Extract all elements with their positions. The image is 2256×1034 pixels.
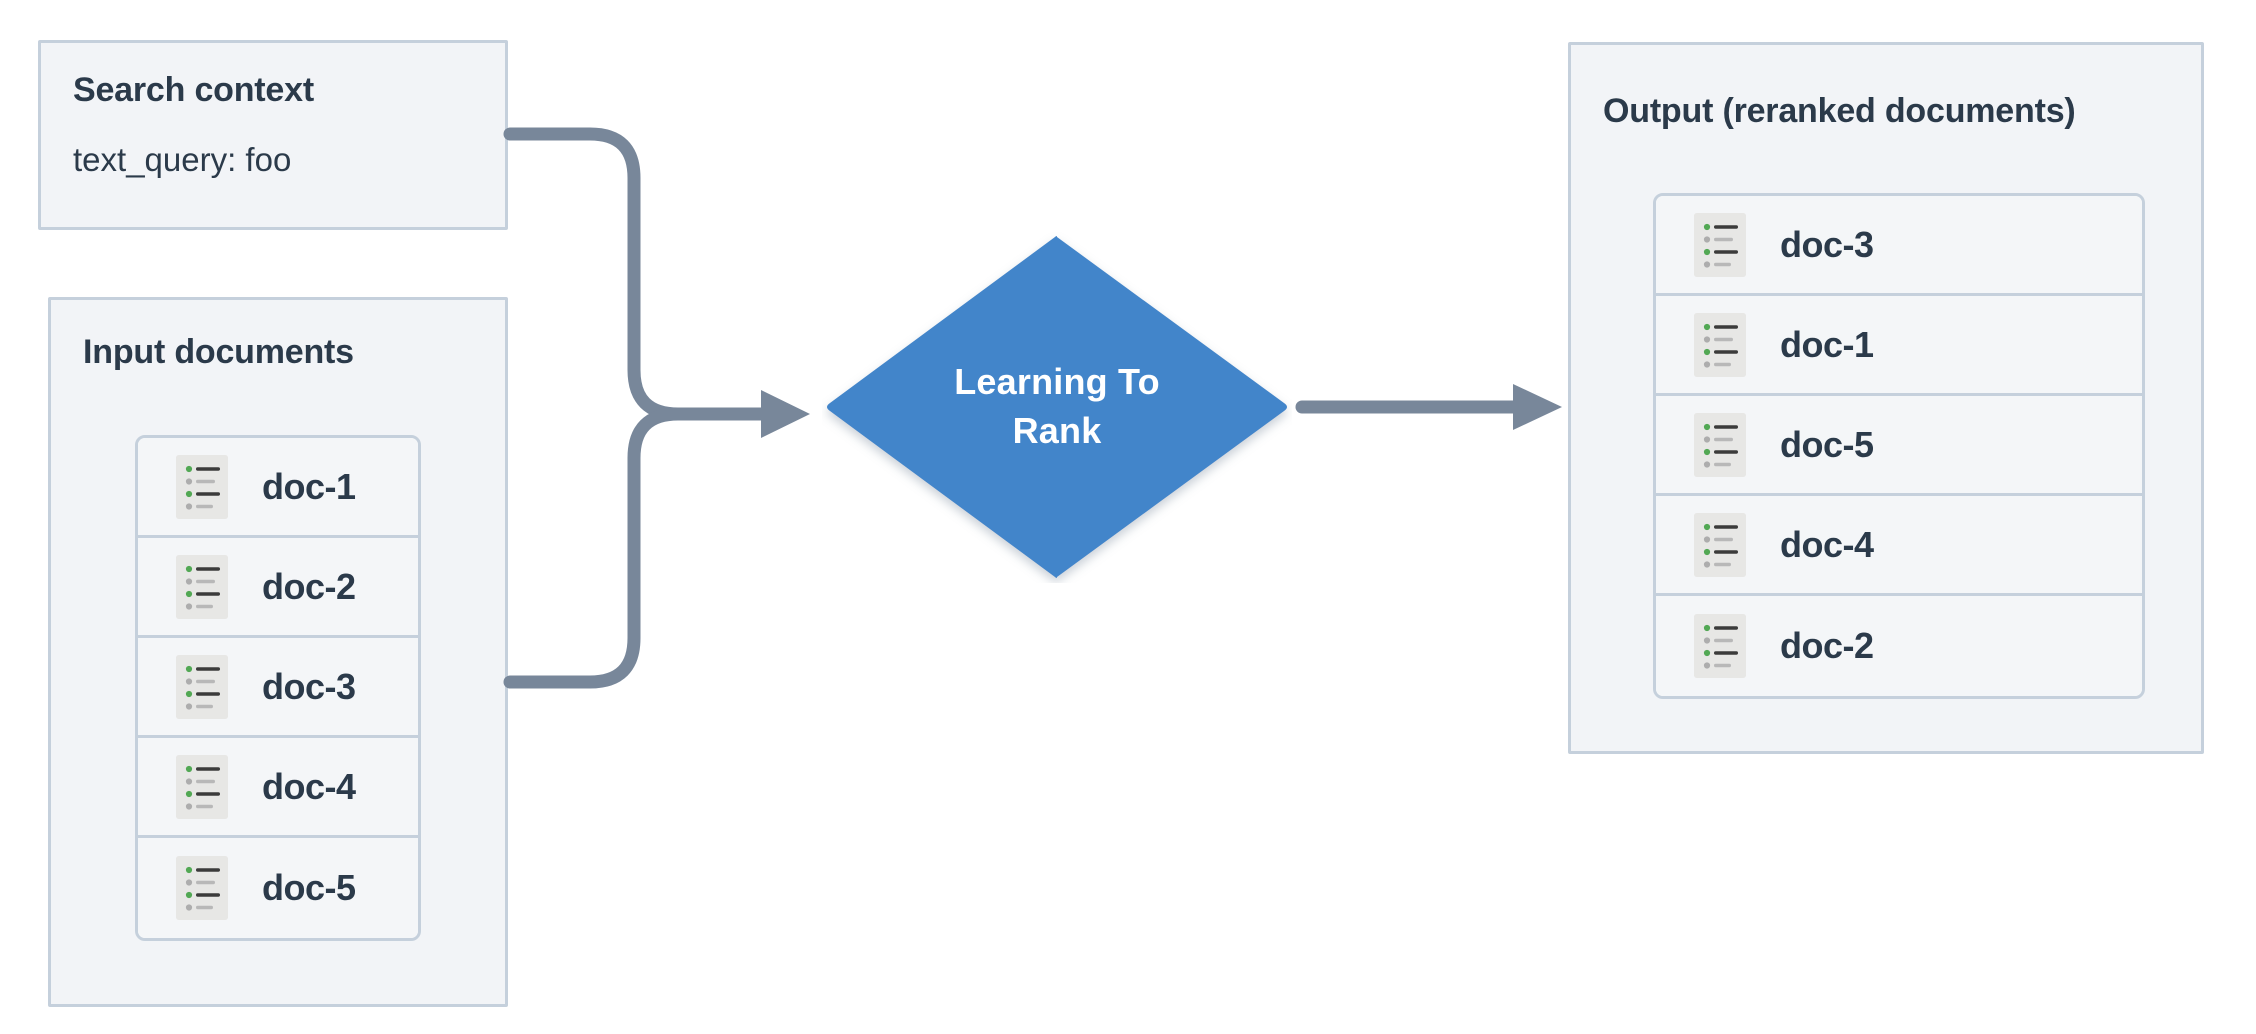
doc-label: doc-3 [262,665,356,707]
doc-card[interactable]: doc-2 [1656,596,2142,696]
doc-label: doc-3 [1780,223,1874,265]
document-list-icon [1694,212,1746,277]
doc-card[interactable]: doc-2 [138,538,418,638]
document-list-icon [1694,412,1746,477]
search-context-query-text: text_query: foo [73,141,292,178]
search-context-title: Search context [73,71,314,109]
document-list-icon [1694,512,1746,577]
connector-search-context-to-ltr [503,127,777,421]
search-context-panel: Search context text_query: foo [38,40,508,230]
document-list-icon [1694,614,1746,678]
input-documents-list: doc-1 doc-2 doc-3 doc-4 doc-5 [135,435,421,941]
doc-card[interactable]: doc-3 [138,638,418,738]
doc-label: doc-4 [1780,523,1874,565]
doc-label: doc-5 [1780,423,1874,465]
document-list-icon [176,754,228,819]
doc-label: doc-2 [262,565,356,607]
document-list-icon [176,454,228,519]
output-documents-list: doc-3 doc-1 doc-5 doc-4 doc-2 [1653,193,2145,699]
document-list-icon [1694,312,1746,377]
arrowhead-into-output [1513,384,1562,430]
doc-card[interactable]: doc-5 [138,838,418,938]
doc-card[interactable]: doc-3 [1656,196,2142,296]
doc-card[interactable]: doc-5 [1656,396,2142,496]
output-documents-title: Output (reranked documents) [1603,92,2076,130]
connector-input-documents-to-ltr [503,407,777,689]
doc-label: doc-2 [1780,625,1874,666]
learning-to-rank-node[interactable]: Learning To Rank [822,231,1292,583]
doc-label: doc-1 [1780,323,1874,365]
doc-card[interactable]: doc-1 [1656,296,2142,396]
document-list-icon [176,856,228,920]
diamond-shape [827,236,1287,578]
document-list-icon [176,654,228,719]
document-list-icon [176,554,228,619]
doc-card[interactable]: doc-4 [138,738,418,838]
doc-card[interactable]: doc-4 [1656,496,2142,596]
doc-label: doc-4 [262,765,356,807]
arrowhead-into-ltr [761,390,810,438]
input-documents-title: Input documents [83,333,354,371]
doc-card[interactable]: doc-1 [138,438,418,538]
doc-label: doc-1 [262,465,356,507]
doc-label: doc-5 [262,867,356,908]
